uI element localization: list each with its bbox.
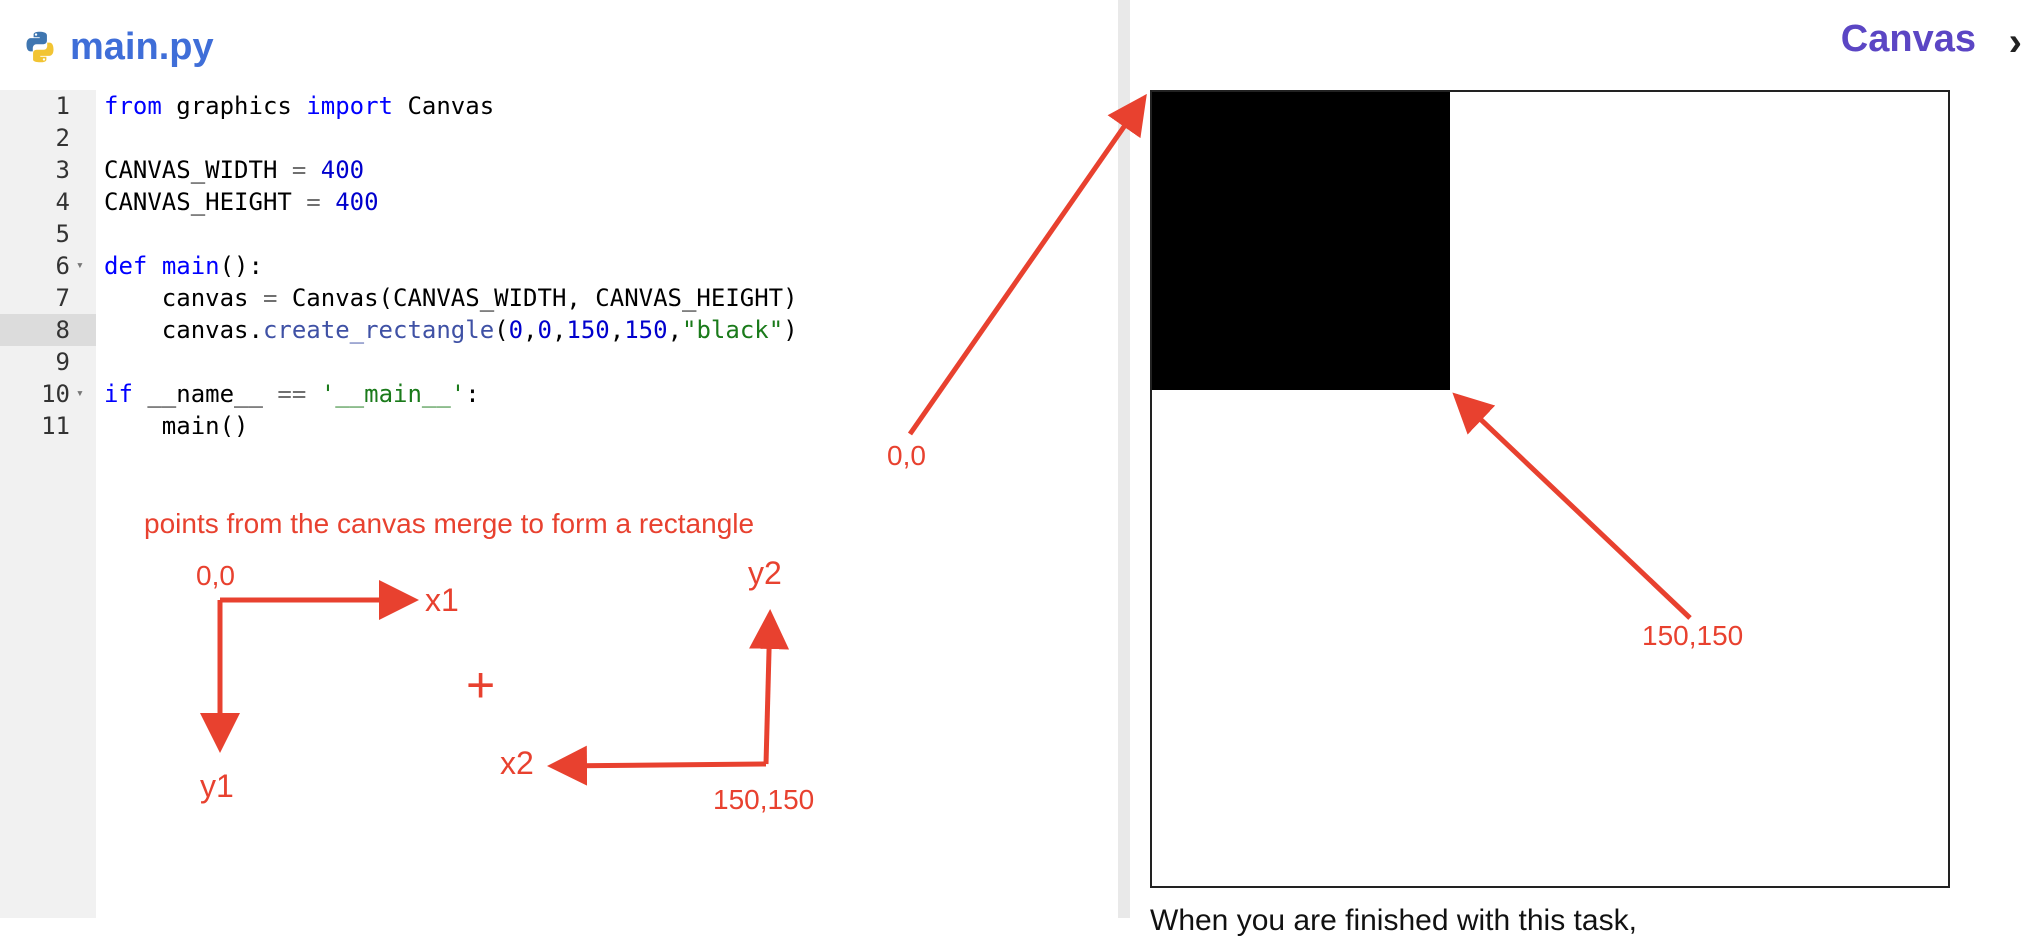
fold-toggle-icon[interactable]: ▾: [76, 386, 84, 401]
code-token: ,: [609, 316, 625, 344]
code-token: create_rectangle: [262, 316, 495, 344]
code-line[interactable]: 11 main(): [0, 410, 1118, 442]
annotation-canvas-origin-label: 0,0: [887, 440, 926, 471]
code-token: ,: [551, 316, 567, 344]
code-token: __name__: [132, 380, 278, 408]
code-line[interactable]: 7 canvas = Canvas(CANVAS_WIDTH, CANVAS_H…: [0, 282, 1118, 314]
code-line[interactable]: 5: [0, 218, 1118, 250]
code-line[interactable]: 2: [0, 122, 1118, 154]
python-icon: [26, 31, 54, 63]
code-token: Canvas(CANVAS_WIDTH, CANVAS_HEIGHT): [277, 284, 798, 312]
annotation-x2-label: x2: [500, 745, 534, 781]
code-token: ,: [523, 316, 538, 344]
code-token: [147, 252, 161, 280]
code-token: main: [161, 252, 220, 280]
code-token: canvas: [104, 284, 263, 312]
code-token: [306, 156, 320, 184]
annotation-canvas-corner-label: 150,150: [1642, 620, 1744, 651]
code-token: [306, 380, 320, 408]
line-number: 7: [55, 284, 70, 312]
line-number: 1: [55, 92, 70, 120]
line-number: 6: [55, 252, 70, 280]
code-token: from: [104, 92, 162, 120]
annotation-caption: points from the canvas merge to form a r…: [144, 508, 755, 539]
code-token: graphics: [161, 92, 307, 120]
code-line[interactable]: 10 ▾ if __name__ == '__main__':: [0, 378, 1118, 410]
code-token: :: [465, 380, 480, 408]
annotation-corner-label: 150,150: [713, 784, 815, 815]
code-token: "black": [682, 316, 784, 344]
code-text: def main():: [104, 250, 263, 282]
code-line[interactable]: 6 ▾ def main():: [0, 250, 1118, 282]
code-token: =: [262, 284, 278, 312]
line-number: 9: [55, 348, 70, 376]
code-line[interactable]: 9: [0, 346, 1118, 378]
output-canvas: [1150, 90, 1950, 888]
code-token: 400: [320, 156, 365, 184]
code-token: Canvas: [393, 92, 495, 120]
code-token: 0: [508, 316, 524, 344]
line-number: 5: [55, 220, 70, 248]
line-number: 11: [41, 412, 70, 440]
chevron-right-icon[interactable]: ›: [2008, 20, 2022, 64]
code-text: CANVAS_HEIGHT = 400: [104, 186, 379, 218]
code-token: ==: [277, 380, 307, 408]
code-token: CANVAS_HEIGHT: [104, 188, 307, 216]
code-line[interactable]: 4 CANVAS_HEIGHT = 400: [0, 186, 1118, 218]
line-number: 4: [55, 188, 70, 216]
fold-toggle-icon[interactable]: ▾: [76, 258, 84, 273]
code-token: ): [783, 316, 798, 344]
code-token: =: [291, 156, 307, 184]
code-text: from graphics import Canvas: [104, 90, 494, 122]
file-header: main.py: [22, 22, 214, 72]
file-name[interactable]: main.py: [70, 25, 214, 68]
code-token: def: [104, 252, 148, 280]
code-token: import: [306, 92, 393, 120]
instruction-text: When you are finished with this task,: [1150, 904, 1637, 937]
line-number: 8: [0, 314, 96, 346]
code-token: =: [306, 188, 321, 216]
code-area[interactable]: 1 from graphics import Canvas 2 3 CANVAS_WID…: [0, 90, 1118, 442]
code-token: '__main__': [320, 380, 466, 408]
annotation-plus-sign: +: [466, 657, 496, 713]
output-panel-title: Canvas: [1840, 18, 1976, 60]
line-number: 3: [55, 156, 70, 184]
code-token: 150: [624, 316, 668, 344]
code-token: if: [104, 380, 133, 408]
code-token: 150: [566, 316, 610, 344]
code-token: ,: [667, 316, 683, 344]
code-token: main(): [104, 412, 249, 440]
annotation-origin-label: 0,0: [196, 560, 235, 591]
annotation-y1-label: y1: [200, 768, 234, 804]
code-line[interactable]: 3 CANVAS_WIDTH = 400: [0, 154, 1118, 186]
code-text: canvas.create_rectangle(0,0,150,150,"bla…: [104, 314, 798, 346]
code-token: [321, 188, 335, 216]
line-number: 2: [55, 124, 70, 152]
code-line[interactable]: 8 canvas.create_rectangle(0,0,150,150,"b…: [0, 314, 1118, 346]
annotation-x1-label: x1: [425, 582, 459, 618]
code-token: 0: [537, 316, 552, 344]
black-rectangle: [1152, 92, 1450, 390]
code-token: 400: [335, 188, 379, 216]
annotation-y2-label: y2: [748, 555, 782, 591]
pane-divider[interactable]: [1118, 0, 1130, 918]
code-token: canvas.: [104, 316, 263, 344]
code-line[interactable]: 1 from graphics import Canvas: [0, 90, 1118, 122]
line-number-gutter: [0, 90, 96, 918]
line-number: 10: [41, 380, 70, 408]
code-token: ():: [219, 252, 263, 280]
code-text: if __name__ == '__main__':: [104, 378, 480, 410]
code-token: (: [494, 316, 509, 344]
code-text: main(): [104, 410, 249, 442]
code-token: CANVAS_WIDTH: [104, 156, 292, 184]
code-text: CANVAS_WIDTH = 400: [104, 154, 364, 186]
code-text: canvas = Canvas(CANVAS_WIDTH, CANVAS_HEI…: [104, 282, 798, 314]
